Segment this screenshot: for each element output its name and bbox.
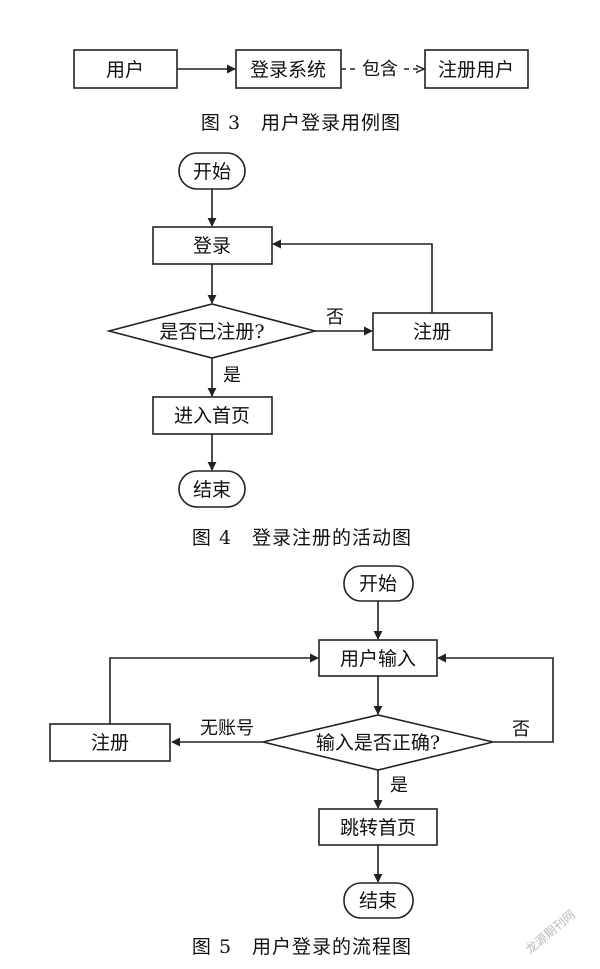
node-decision-label: 输入是否正确? — [316, 732, 440, 754]
edge-yes-label: 是 — [390, 775, 408, 796]
edge-no-label: 否 — [326, 307, 344, 328]
edge-no-account-label: 无账号 — [200, 718, 254, 739]
watermark: 龙源期刊网 — [523, 907, 578, 956]
figure-3-use-case: 用户 登录系统 注册用户 包含 图 3 用户登录用例图 — [73, 49, 529, 134]
node-login-system — [235, 49, 342, 89]
edge-register-back-to-input — [109, 653, 319, 724]
node-home-label: 进入首页 — [174, 405, 250, 427]
node-register-user-label: 注册用户 — [438, 59, 514, 81]
node-jump-home-label: 跳转首页 — [340, 817, 416, 839]
edge-yes-label: 是 — [223, 365, 241, 386]
node-input-label: 用户输入 — [340, 648, 416, 670]
node-login-system-label: 登录系统 — [250, 59, 326, 81]
figure-5-flowchart: 开始 用户输入 输入是否正确? 无账号 注册 否 是 跳转首页 结束 图 5 用… — [49, 565, 554, 958]
node-register-label: 注册 — [91, 732, 129, 754]
node-user-label: 用户 — [106, 59, 144, 81]
edge-no-label: 否 — [512, 719, 530, 740]
edge-decision-no-back-to-input — [437, 653, 554, 743]
node-end-label: 结束 — [193, 479, 231, 501]
node-register — [49, 723, 171, 762]
node-jump-home — [318, 808, 438, 846]
figure-4-activity: 开始 登录 是否已注册? 否 注册 是 进入首页 结束 图 4 登录注册的活动图 — [105, 152, 493, 549]
figure-5-caption: 图 5 用户登录的流程图 — [192, 936, 412, 958]
figure-3-caption: 图 3 用户登录用例图 — [201, 112, 401, 134]
node-input — [318, 639, 438, 677]
node-user — [73, 49, 178, 89]
node-register — [372, 312, 493, 351]
node-login-label: 登录 — [193, 235, 231, 257]
node-end — [343, 882, 414, 919]
edge-register-back-to-login — [272, 239, 433, 313]
node-decision-label: 是否已注册? — [159, 321, 264, 343]
node-end-label: 结束 — [359, 890, 397, 912]
node-start-label: 开始 — [359, 573, 397, 595]
node-login — [152, 226, 273, 265]
edge-include-label: 包含 — [362, 59, 398, 80]
node-register-label: 注册 — [413, 321, 451, 343]
node-register-user — [424, 49, 529, 89]
figure-4-caption: 图 4 登录注册的活动图 — [192, 527, 412, 549]
node-end — [178, 470, 246, 508]
node-start-label: 开始 — [193, 161, 231, 183]
